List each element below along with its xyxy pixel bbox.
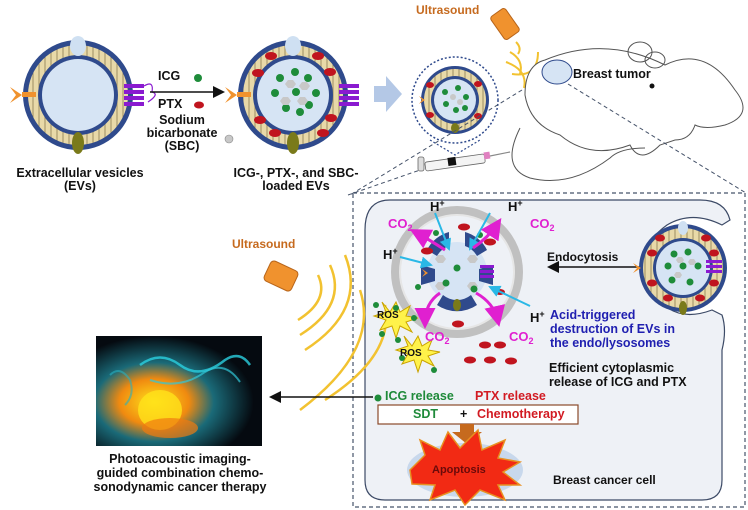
ultrasound-label-cell: Ultrasound xyxy=(232,237,296,251)
icg-release-label: ICG release xyxy=(385,389,454,403)
ligand-icon xyxy=(10,87,22,103)
loaded-ev-label-line1: ICG-, PTX-, and SBC- xyxy=(233,166,359,180)
imaging-caption-line1: Photoacoustic imaging- xyxy=(109,452,251,466)
ros-label-2: ROS xyxy=(400,348,422,359)
released-ptx xyxy=(464,341,517,365)
ros-label-1: ROS xyxy=(377,310,399,321)
co2-label-1: CO2 xyxy=(388,216,413,233)
photoacoustic-image xyxy=(96,336,262,446)
icg-molecule-icon xyxy=(194,74,202,82)
apoptosis-burst xyxy=(409,428,523,507)
zoom-box xyxy=(352,192,746,508)
sbc-label-line3: (SBC) xyxy=(164,139,200,154)
ev-label-line1: Extracellular vesicles xyxy=(16,166,144,180)
efficient-release-line2: release of ICG and PTX xyxy=(549,375,687,389)
ev-endocytosed xyxy=(633,221,727,315)
ptx-molecule-icon xyxy=(194,101,204,109)
ultrasound-label-top: Ultrasound xyxy=(416,3,480,17)
imaging-caption-line2: guided combination chemo- xyxy=(96,466,264,480)
h-plus-label-2: H+ xyxy=(508,198,523,214)
membrane-protein-icon xyxy=(72,132,84,154)
ev-loaded xyxy=(225,36,359,154)
apoptosis-label: Apoptosis xyxy=(432,464,486,476)
mouse-illustration xyxy=(511,41,744,181)
acid-trigger-line1: Acid-triggered xyxy=(550,308,636,322)
ev-label-line2: (EVs) xyxy=(64,179,96,194)
sbc-label: Sodium bicarbonate (SBC) xyxy=(136,113,228,154)
syringe-icon xyxy=(417,151,511,172)
ev-empty xyxy=(10,36,156,154)
ptx-label: PTX xyxy=(158,97,183,111)
sdt-label: SDT xyxy=(413,407,438,421)
tumor-label: Breast tumor xyxy=(573,67,651,81)
acid-trigger-line3: the endo/lysosomes xyxy=(550,336,671,350)
breast-cancer-cell-label: Breast cancer cell xyxy=(553,473,656,487)
ptx-release-label: PTX release xyxy=(475,389,546,403)
h-plus-label-4: H+ xyxy=(530,309,545,325)
ev-label: Extracellular vesicles (EVs) xyxy=(0,166,160,194)
ros-burst-2 xyxy=(394,334,441,374)
efficient-release-line1: Efficient cytoplasmic xyxy=(549,361,675,375)
sbc-label-line2: bicarbonate xyxy=(146,126,218,141)
h-plus-label-3: H+ xyxy=(383,246,398,262)
endocytosis-label: Endocytosis xyxy=(547,250,619,264)
tumor-icon xyxy=(541,59,573,85)
loaded-ev-label: ICG-, PTX-, and SBC- loaded EVs xyxy=(226,166,366,194)
co2-label-2: CO2 xyxy=(530,216,555,233)
imaging-caption: Photoacoustic imaging- guided combinatio… xyxy=(80,452,280,494)
ros-burst-1 xyxy=(372,300,419,340)
h-plus-label-1: H+ xyxy=(430,198,445,214)
endosome xyxy=(391,206,531,338)
therapy-box xyxy=(377,404,579,425)
ev-injected xyxy=(411,56,499,144)
therapy-down-arrow xyxy=(452,424,482,444)
loaded-ev-label-line2: loaded EVs xyxy=(262,179,330,194)
imaging-caption-line3: sonodynamic cancer therapy xyxy=(93,480,267,494)
plus-label: + xyxy=(460,407,468,421)
sbc-label-line1: Sodium xyxy=(159,113,205,127)
sbc-molecule-icon xyxy=(224,134,234,144)
acid-trigger-label: Acid-triggered destruction of EVs in the… xyxy=(550,308,675,350)
co2-label-4: CO2 xyxy=(509,329,534,346)
injection-flow-arrow xyxy=(374,76,402,112)
co2-label-3: CO2 xyxy=(425,329,450,346)
icg-label: ICG xyxy=(158,69,181,83)
acid-trigger-line2: destruction of EVs in xyxy=(550,322,676,336)
efficient-release-label: Efficient cytoplasmic release of ICG and… xyxy=(549,361,687,389)
chemotherapy-label: Chemotherapy xyxy=(477,407,565,421)
free-icg xyxy=(373,302,437,402)
